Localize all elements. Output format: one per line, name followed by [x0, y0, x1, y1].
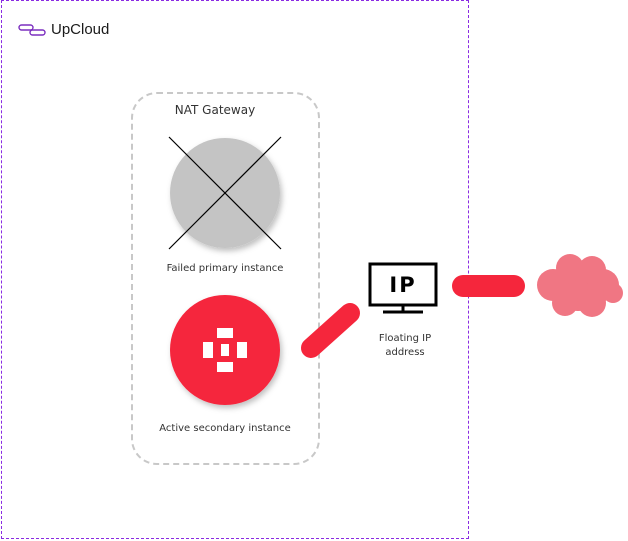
connector-instance-to-ip [301, 303, 360, 358]
upcloud-logo: UpCloud [18, 21, 109, 38]
failed-instance-label: Failed primary instance [166, 263, 284, 274]
ip-badge: IP [389, 273, 416, 297]
nat-gateway-group [131, 92, 320, 465]
active-instance-label: Active secondary instance [159, 423, 291, 434]
cloud-region-boundary [1, 0, 469, 539]
failed-instance-icon [168, 136, 282, 250]
floating-ip-label-line2: address [385, 347, 425, 358]
nat-gateway-title: NAT Gateway [174, 103, 256, 117]
active-instance-icon [170, 295, 280, 405]
monitor-icon: IP [368, 262, 438, 314]
logo-text: UpCloud [51, 21, 110, 38]
upcloud-logo-icon [18, 23, 46, 36]
floating-ip-label-line1: Floating IP [378, 333, 432, 344]
cloud-icon [537, 254, 623, 317]
floating-ip-label: Floating IP address [365, 332, 445, 360]
